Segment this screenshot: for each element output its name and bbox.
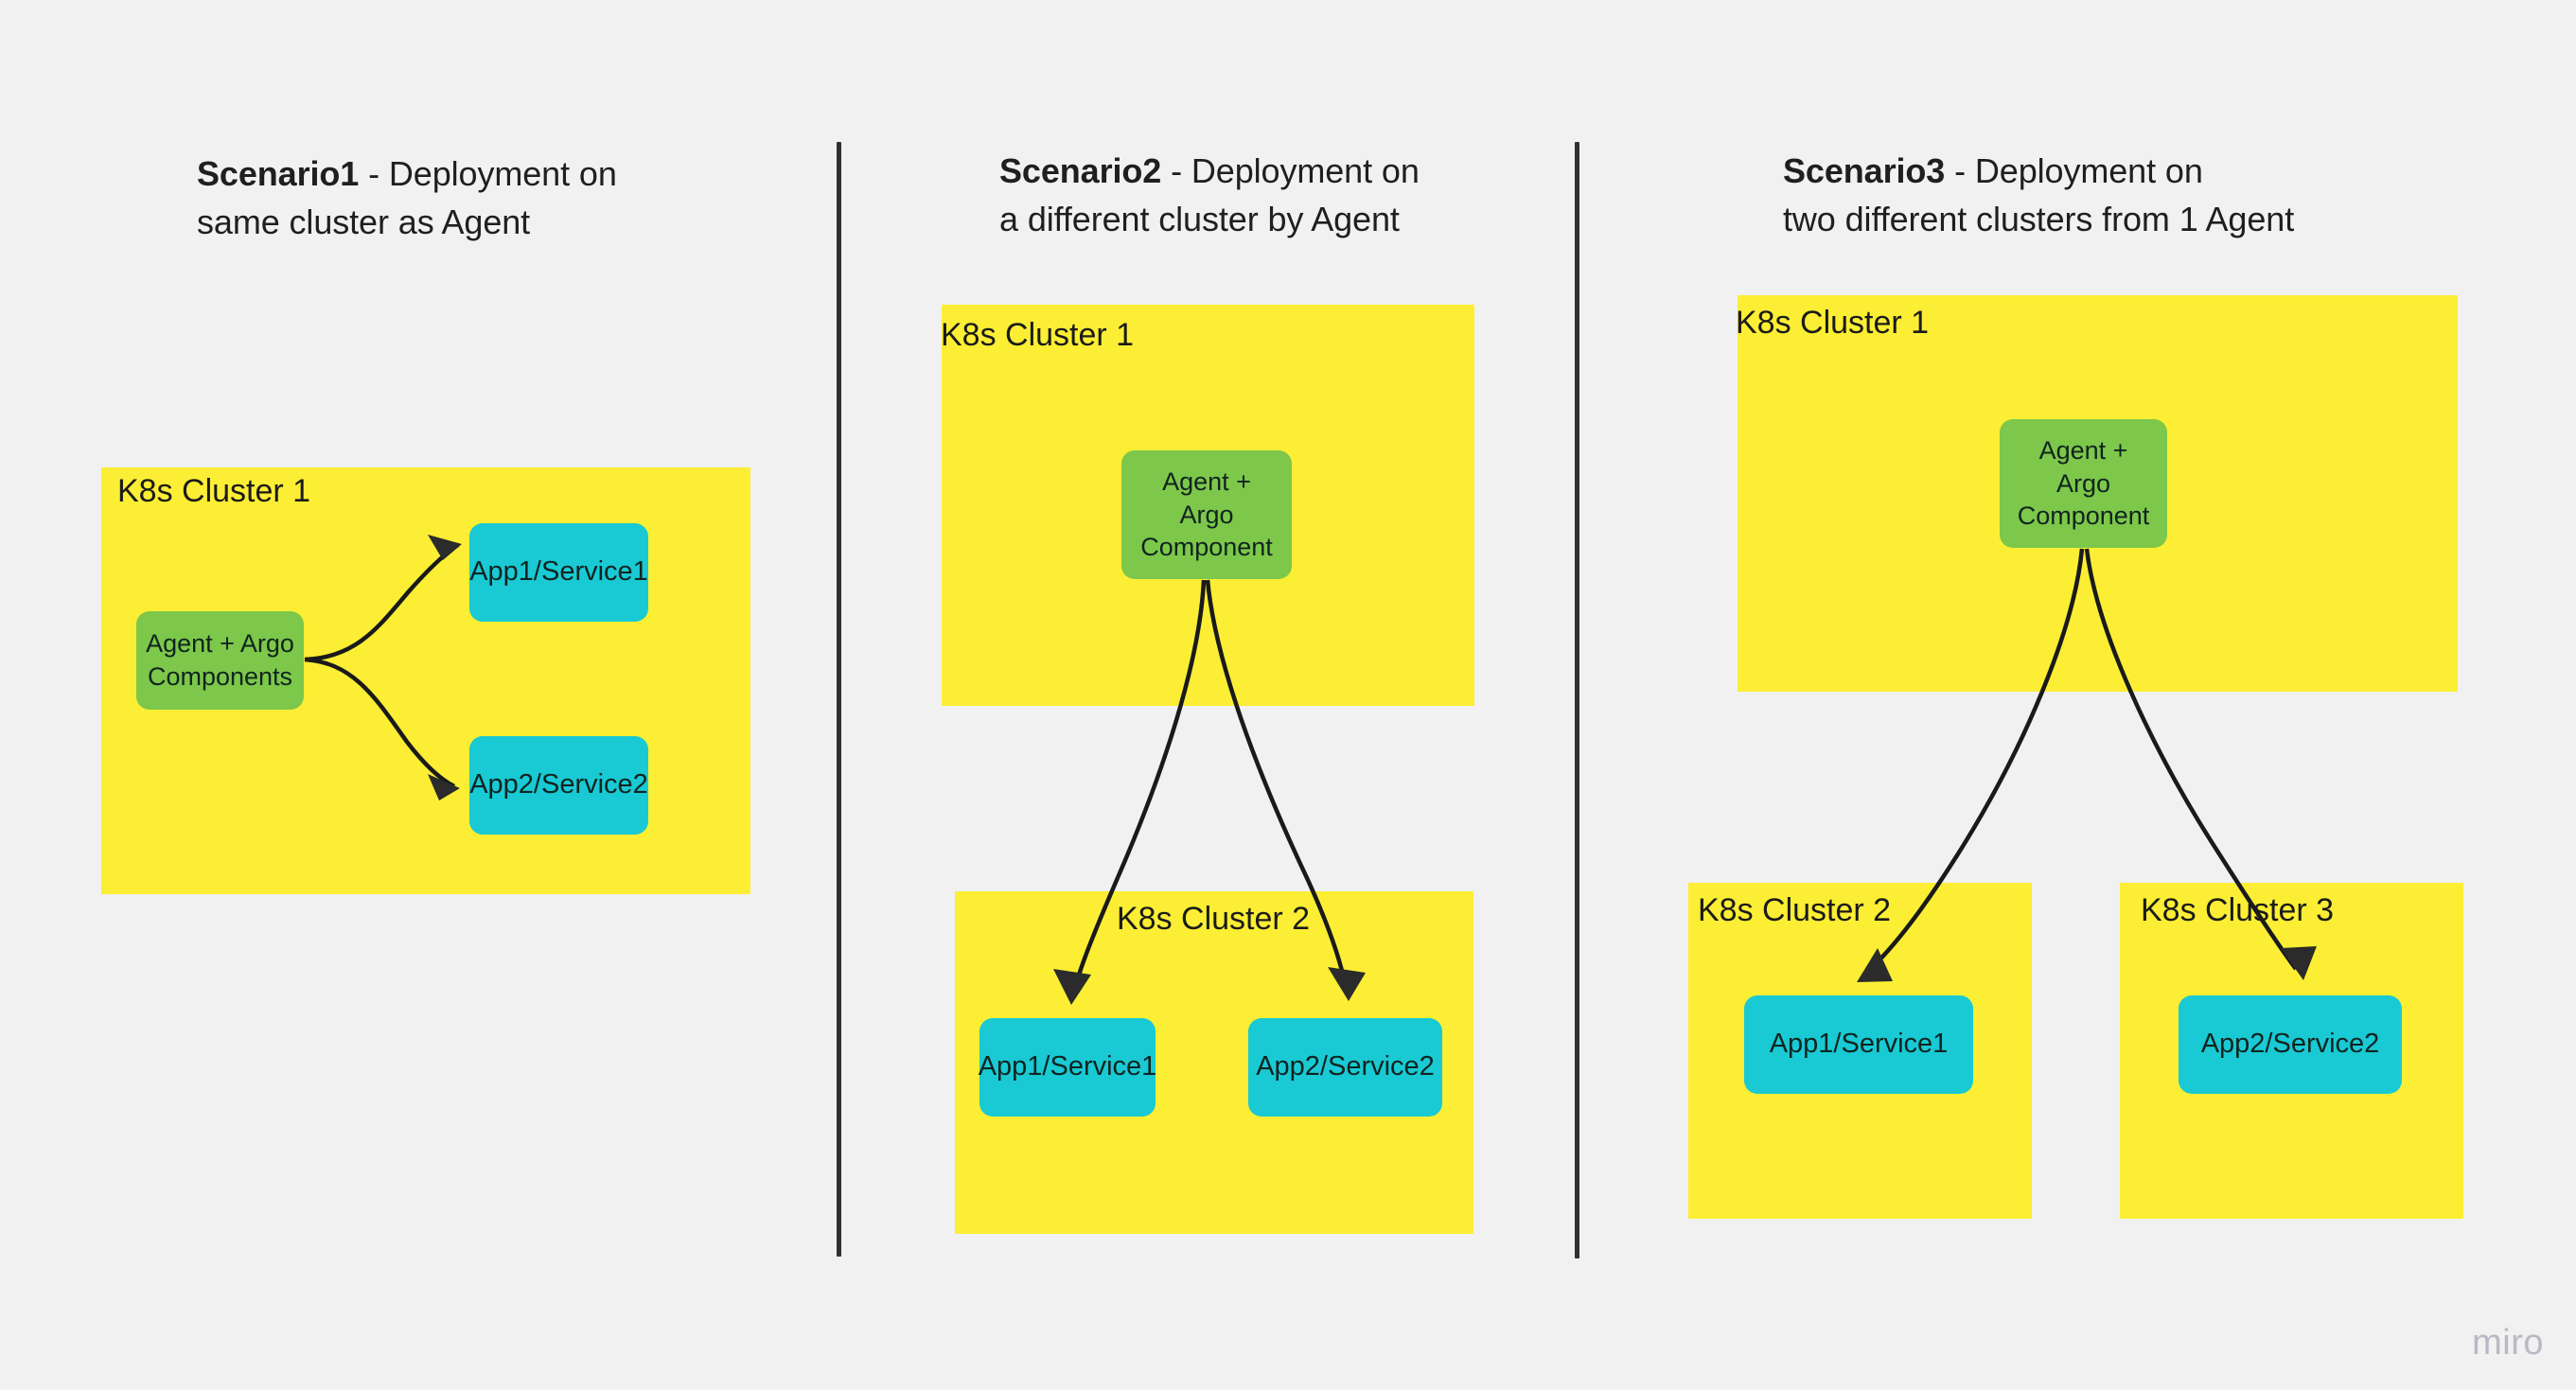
scenario-divider-1: [837, 142, 841, 1257]
scenario2-title: Scenario2 - Deployment on a different cl…: [999, 147, 1529, 243]
scenario2-agent-node[interactable]: Agent + Argo Component: [1121, 450, 1292, 579]
scenario3-cluster1-label: K8s Cluster 1: [1736, 305, 1930, 341]
scenario2-cluster2-label: K8s Cluster 2: [1117, 901, 1311, 937]
scenario2-title-strong: Scenario2: [999, 151, 1162, 190]
scenario2-title-rest: - Deployment on a different cluster by A…: [999, 151, 1420, 239]
scenario1-title-rest: - Deployment on same cluster as Agent: [197, 154, 617, 242]
scenario1-app2-node[interactable]: App2/Service2: [469, 736, 648, 835]
scenario3-title: Scenario3 - Deployment on two different …: [1783, 147, 2389, 243]
scenario2-cluster1-label: K8s Cluster 1: [941, 317, 1135, 353]
scenario3-agent-node[interactable]: Agent + Argo Component: [2000, 419, 2167, 548]
scenario1-title-strong: Scenario1: [197, 154, 360, 193]
scenario3-cluster3-label: K8s Cluster 3: [2141, 892, 2335, 928]
scenario1-cluster1-label: K8s Cluster 1: [117, 473, 311, 509]
scenario2-app1-node[interactable]: App1/Service1: [979, 1018, 1156, 1117]
scenario2-app2-node[interactable]: App2/Service2: [1248, 1018, 1442, 1117]
scenario3-title-strong: Scenario3: [1783, 151, 1946, 190]
scenario3-cluster2-label: K8s Cluster 2: [1698, 892, 1892, 928]
scenario3-app1-node[interactable]: App1/Service1: [1744, 995, 1973, 1094]
scenario1-title: Scenario1 - Deployment on same cluster a…: [197, 150, 727, 246]
scenario-divider-2: [1575, 142, 1579, 1258]
scenario1-app1-node[interactable]: App1/Service1: [469, 523, 648, 622]
miro-watermark: miro: [2472, 1323, 2544, 1363]
scenario1-agent-node[interactable]: Agent + Argo Components: [136, 611, 304, 710]
scenario3-app2-node[interactable]: App2/Service2: [2179, 995, 2402, 1094]
scenario3-title-rest: - Deployment on two different clusters f…: [1783, 151, 2295, 239]
